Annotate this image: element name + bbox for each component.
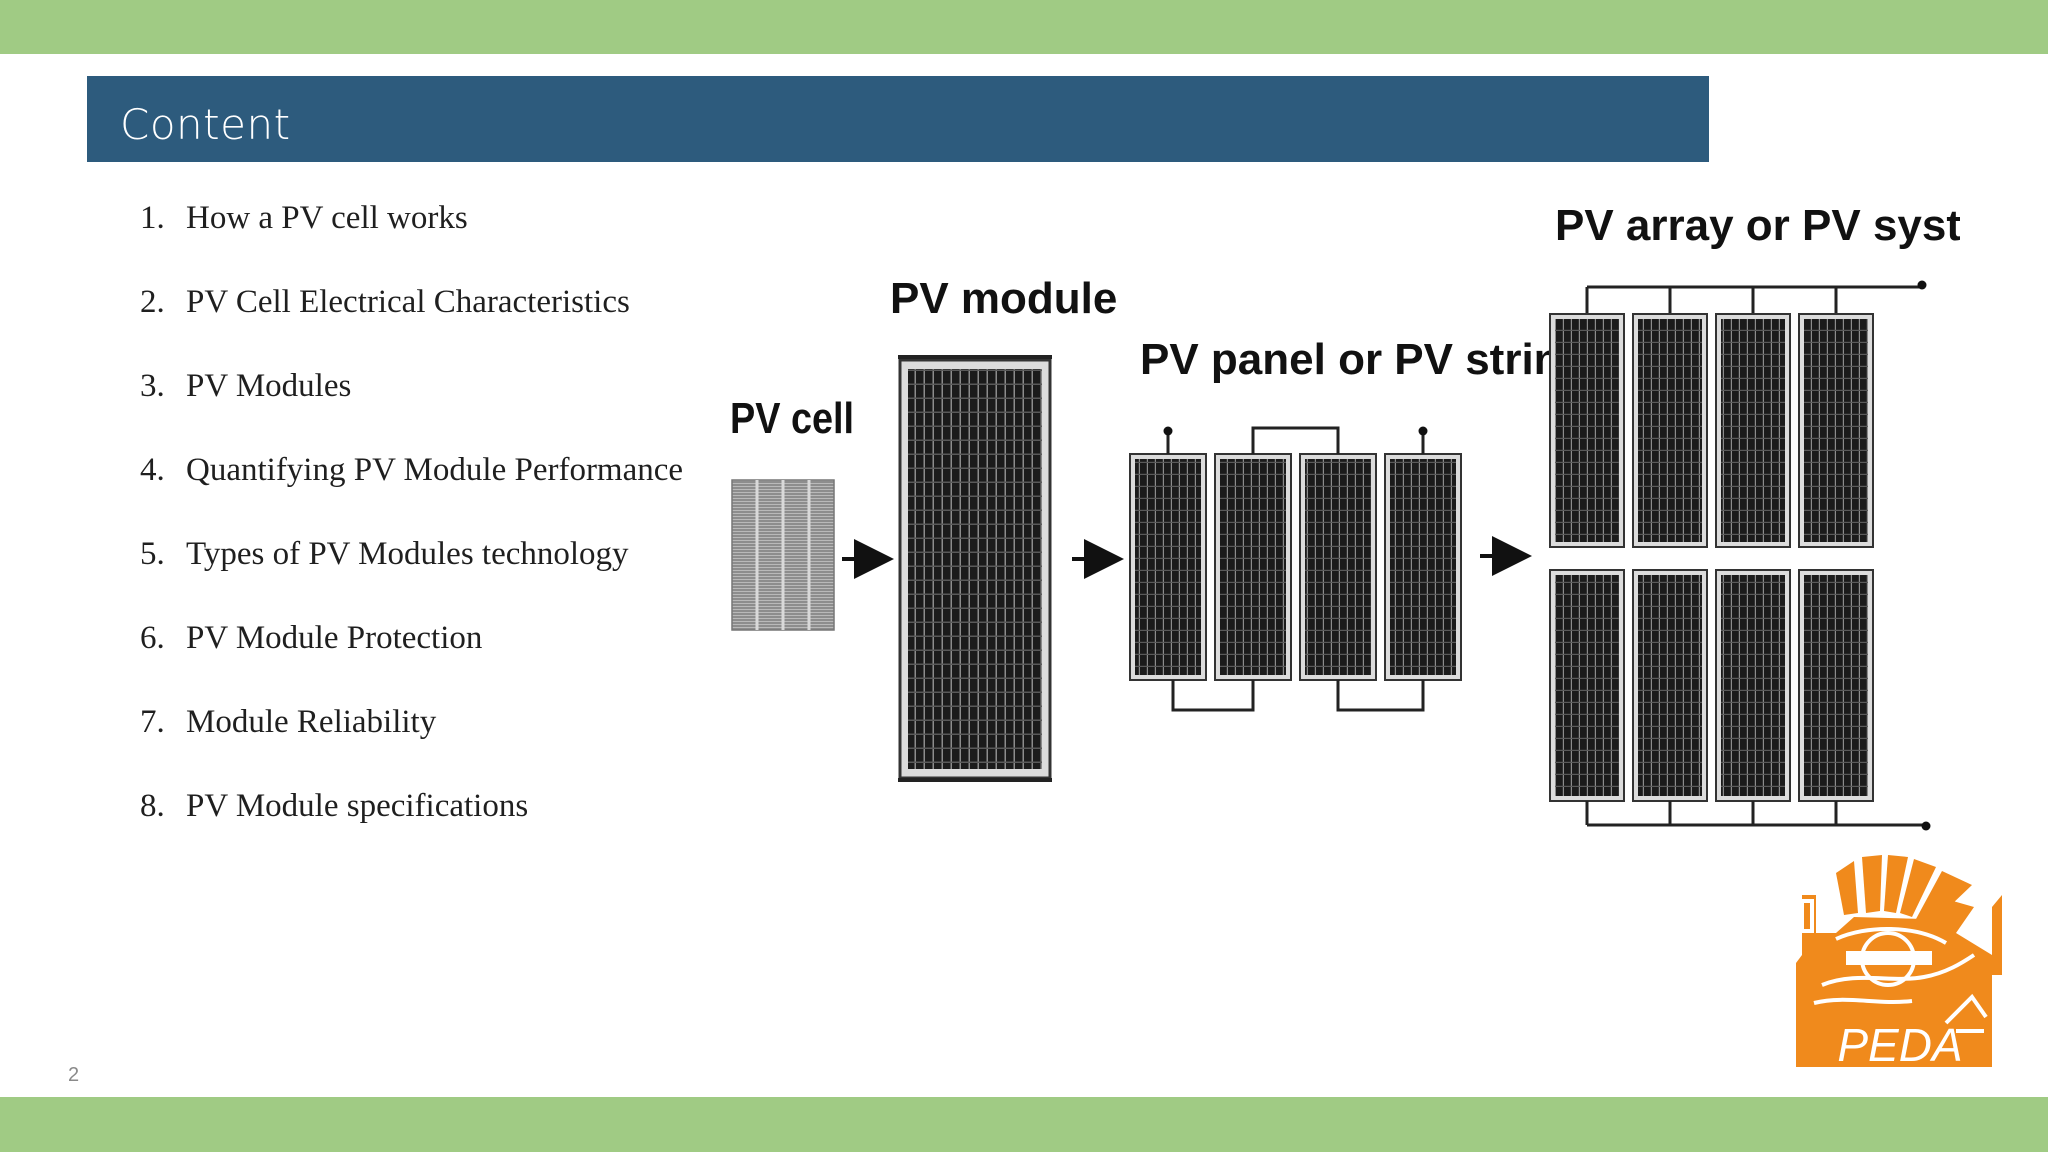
toc-item-text: Module Reliability: [186, 704, 437, 740]
toc-item-number: 3.: [140, 368, 165, 404]
toc-item-text: Types of PV Modules technology: [186, 536, 629, 572]
toc-item-text: PV Cell Electrical Characteristics: [186, 284, 630, 320]
label-pv-module: PV module: [890, 274, 1117, 323]
toc-item-number: 2.: [140, 284, 165, 320]
toc-item: 8. PV Module specifications: [140, 788, 740, 825]
pv-array-graphic: [1549, 280, 1931, 831]
logo-text: PEDA: [1837, 1019, 1962, 1071]
pv-hierarchy-diagram: PV cell PV module PV panel or PV string …: [730, 201, 1960, 831]
bottom-accent-band: [0, 1097, 2048, 1152]
toc-item-text: How a PV cell works: [186, 200, 468, 236]
title-bar: Content: [87, 76, 1709, 162]
label-pv-array: PV array or PV system: [1555, 201, 1960, 250]
toc-item-number: 4.: [140, 452, 165, 488]
toc-item-number: 1.: [140, 200, 165, 236]
slide-title: Content: [120, 100, 291, 149]
toc-item-text: PV Modules: [186, 368, 352, 404]
toc-item: 6. PV Module Protection: [140, 620, 740, 657]
toc-item: 5. Types of PV Modules technology: [140, 536, 740, 573]
toc-item: 3. PV Modules: [140, 368, 740, 405]
toc-item-number: 5.: [140, 536, 165, 572]
toc-item-number: 8.: [140, 788, 165, 824]
toc-item-number: 6.: [140, 620, 165, 656]
label-pv-panel: PV panel or PV string: [1140, 335, 1587, 384]
toc-item-number: 7.: [140, 704, 165, 740]
pv-panel-graphic: [1129, 426, 1462, 712]
toc-item-text: Quantifying PV Module Performance: [186, 452, 684, 488]
toc-item: 7. Module Reliability: [140, 704, 740, 741]
toc-item-text: PV Module Protection: [186, 620, 483, 656]
toc-item: 4. Quantifying PV Module Performance: [140, 452, 740, 489]
pv-cell-graphic: [731, 479, 835, 631]
label-pv-cell: PV cell: [730, 393, 854, 442]
pv-module-graphic: [898, 355, 1052, 782]
toc-item: 1. How a PV cell works: [140, 200, 740, 237]
top-accent-band: [0, 0, 2048, 54]
peda-logo: PEDA: [1796, 855, 2002, 1071]
toc-item-text: PV Module specifications: [186, 788, 529, 824]
page-number: 2: [68, 1064, 80, 1086]
toc-item: 2. PV Cell Electrical Characteristics: [140, 284, 740, 321]
